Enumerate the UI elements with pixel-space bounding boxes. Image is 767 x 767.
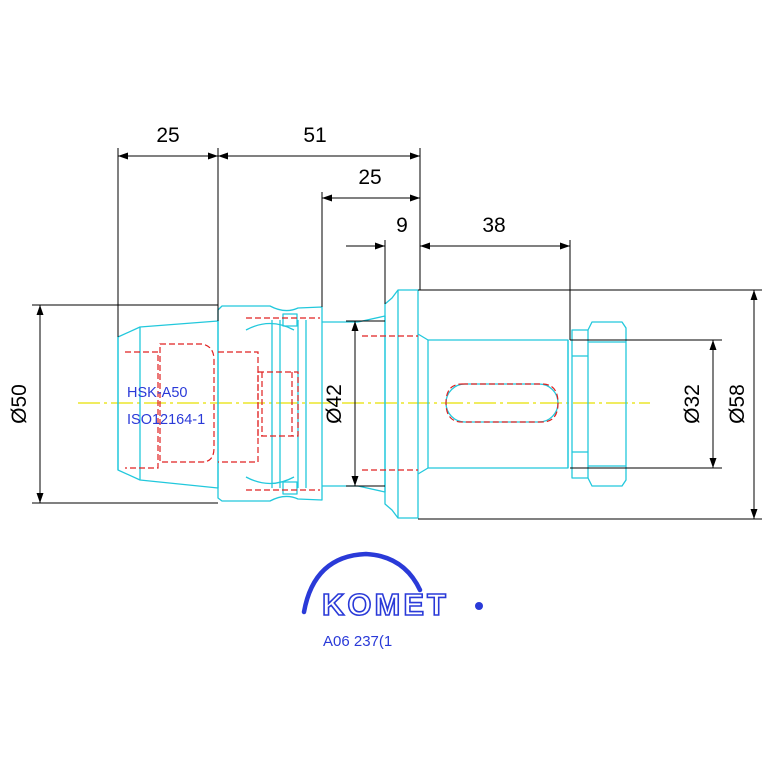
standard-note: ISO12164-1 [127,412,205,428]
hidden-lines [125,317,559,491]
komet-logo: KOMET [301,551,483,623]
part-outline [117,289,627,519]
dim-diameter-50: Ø50 [8,384,31,424]
logo-dot [475,602,483,610]
dim-length-9: 9 [396,214,408,237]
dim-diameter-42: Ø42 [323,384,346,424]
logo-arc [301,551,423,615]
dim-diameter-58: Ø58 [726,384,749,424]
interface-note: HSK-A50 [127,385,187,401]
part-number: A06 237(1 [323,633,392,650]
dimension-lines [32,148,762,520]
dim-length-25-mid: 25 [358,166,381,189]
dim-length-38: 38 [482,214,505,237]
dim-length-51: 51 [303,124,326,147]
dim-diameter-32: Ø32 [681,384,704,424]
logo-text: KOMET [322,587,449,622]
dim-length-25-top: 25 [156,124,179,147]
